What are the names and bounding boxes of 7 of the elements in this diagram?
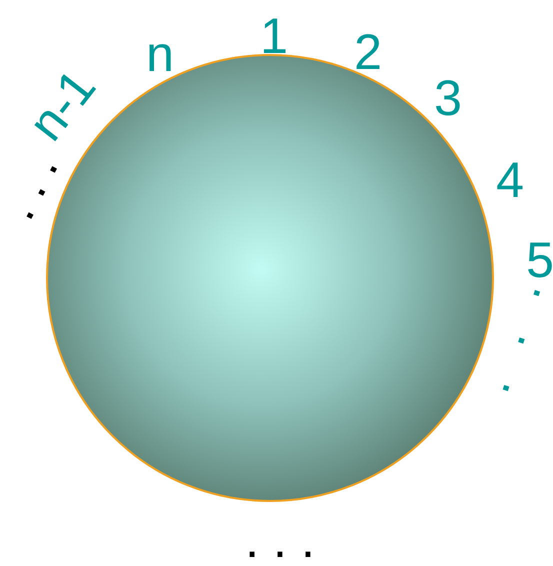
number-label: n-1 [20, 61, 104, 149]
number-label: n [146, 29, 174, 79]
number-label: 2 [354, 27, 382, 77]
number-label: 1 [260, 11, 288, 61]
ellipsis: ... [244, 515, 329, 565]
number-label: 3 [434, 73, 462, 123]
number-label: 4 [496, 155, 524, 205]
